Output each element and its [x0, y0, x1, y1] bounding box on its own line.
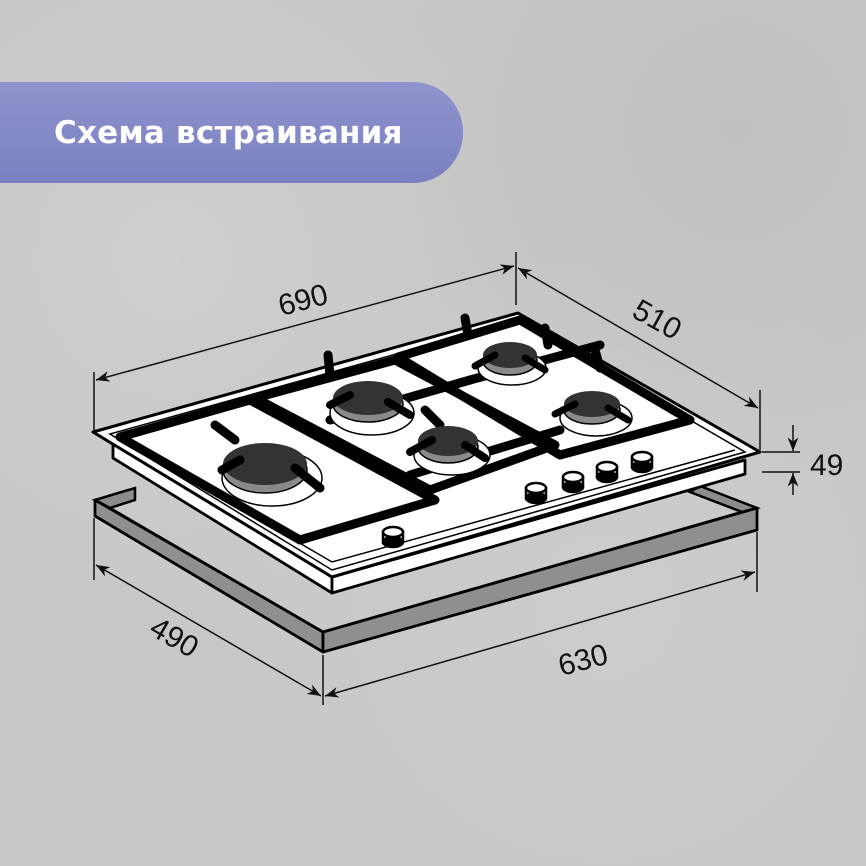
control-knobs [381, 450, 654, 549]
dim-label-490: 490 [144, 611, 204, 665]
knob-2 [524, 481, 548, 505]
banner-title: Схема встраивания [54, 114, 403, 151]
burner-back-middle [326, 381, 415, 436]
dim-label-510: 510 [627, 293, 687, 346]
knob-4 [595, 460, 619, 484]
knob-1 [381, 525, 405, 549]
burner-large-left [217, 443, 325, 507]
burner-front-middle [406, 426, 491, 476]
knob-5 [630, 450, 654, 474]
knob-3 [561, 470, 585, 494]
title-banner: Схема встраивания [0, 82, 463, 183]
dimension-height-49: 49 [762, 425, 843, 495]
dim-label-630: 630 [555, 638, 612, 683]
dim-label-690: 690 [275, 278, 332, 323]
dim-label-49: 49 [810, 449, 843, 482]
